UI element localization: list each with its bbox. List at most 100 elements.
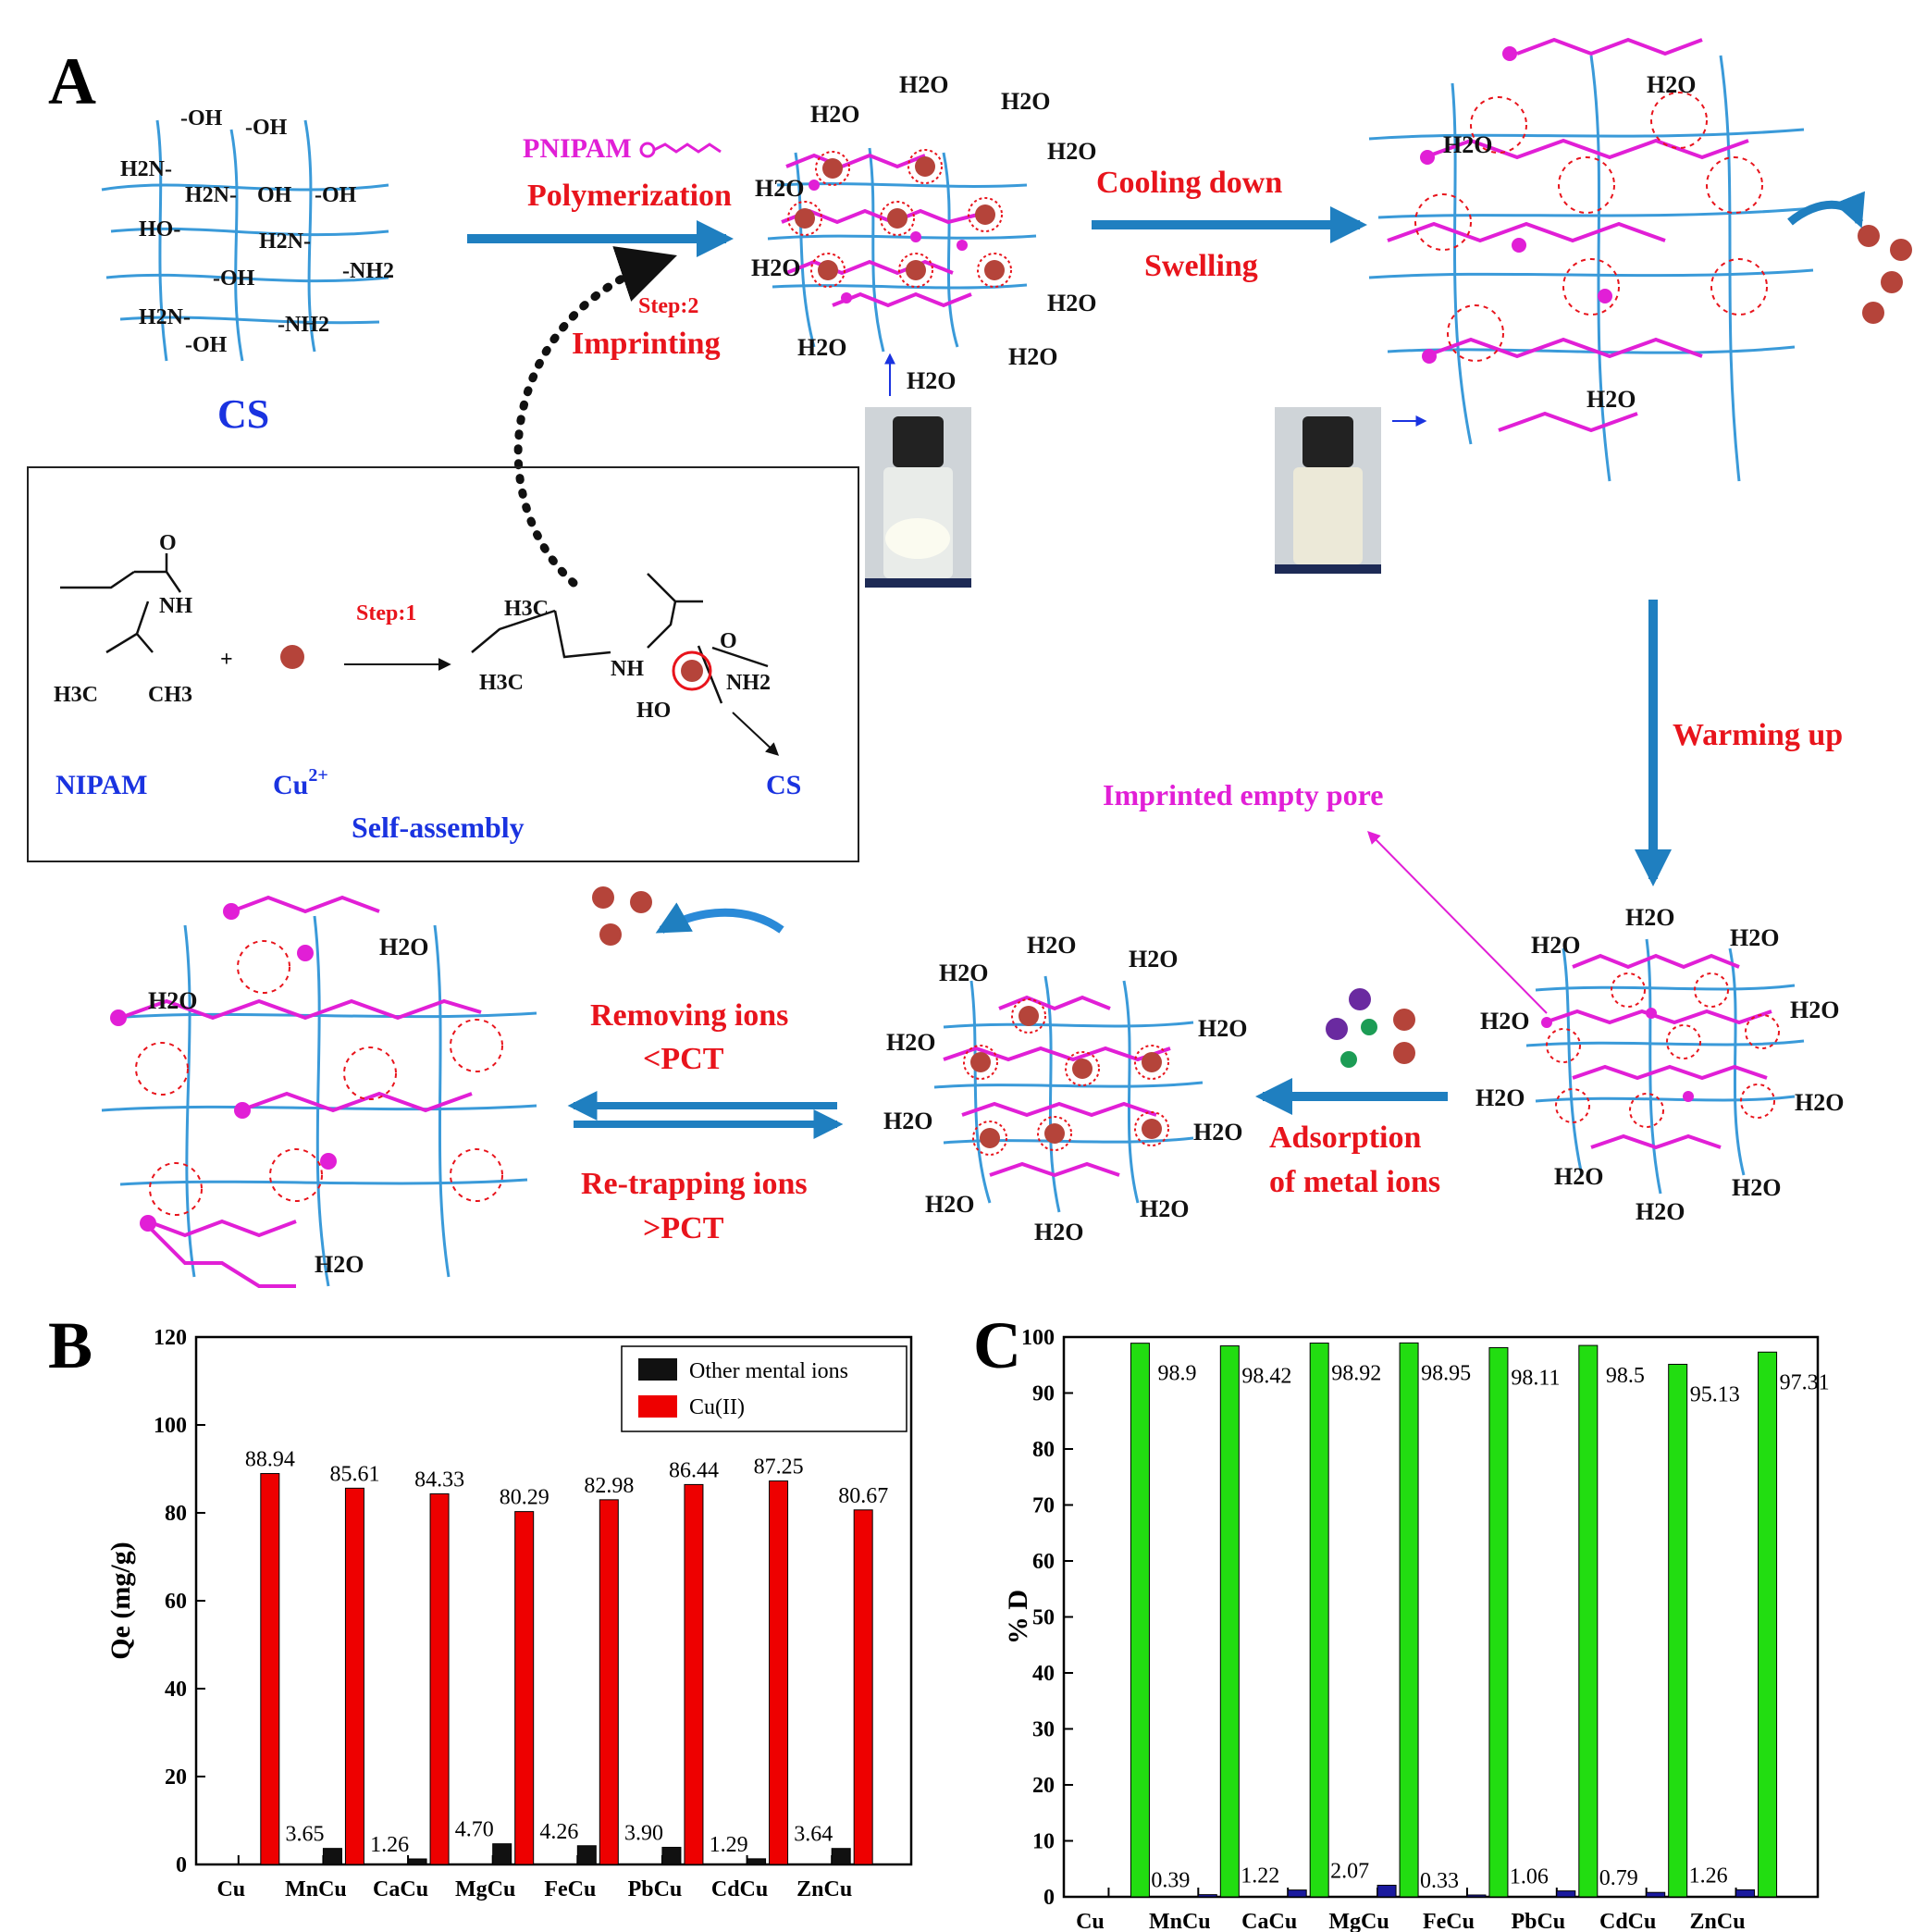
bar — [1287, 1889, 1307, 1898]
water-label: H2O — [1647, 71, 1696, 98]
data-label: 87.25 — [754, 1455, 804, 1480]
x-tick-label: CdCu — [1599, 1910, 1656, 1932]
nipam-ch3: CH3 — [148, 683, 192, 707]
water-label: H2O — [1475, 1084, 1525, 1111]
cu-label: Cu2+ — [273, 765, 328, 800]
bar — [1219, 1345, 1240, 1898]
water-label: H2O — [755, 175, 804, 202]
legend-label-other: Other mental ions — [689, 1359, 848, 1383]
y-tick-label: 20 — [165, 1765, 187, 1790]
cs-label: CS — [217, 391, 269, 437]
y-tick-label: 0 — [1043, 1886, 1055, 1910]
data-label: 86.44 — [669, 1458, 719, 1482]
imprinting-label: Imprinting — [572, 327, 721, 361]
water-label: H2O — [1008, 343, 1057, 370]
y-tick-label: 10 — [1032, 1830, 1055, 1854]
y-tick-label: 0 — [176, 1853, 187, 1877]
data-label: 1.26 — [370, 1833, 409, 1857]
bar — [1578, 1344, 1599, 1898]
nipam-label: NIPAM — [56, 770, 147, 800]
adsorption-label-2: of metal ions — [1269, 1165, 1440, 1199]
y-axis-label: Qe (mg/g) — [105, 1542, 136, 1659]
panel-b-letter: B — [48, 1308, 93, 1382]
bar — [599, 1499, 619, 1865]
legend-swatch-cu — [638, 1395, 677, 1418]
loaded-gel: H2O H2O H2O H2O H2O H2O H2O H2O H2O H2O — [883, 932, 1247, 1245]
retrapping-label-2: >PCT — [643, 1211, 724, 1245]
cs-group: -OH — [315, 183, 357, 207]
water-label: H2O — [1198, 1015, 1247, 1042]
complex-ho: HO — [636, 699, 671, 723]
cu-ion-icon — [280, 645, 304, 669]
x-tick-label: ZnCu — [796, 1877, 852, 1901]
water-label: H2O — [907, 367, 956, 394]
cs-groups: -OH -OH H2N- H2N- OH -OH HO- H2N- -NH2 -… — [120, 106, 394, 357]
complex-h3c: H3C — [479, 671, 524, 695]
pnipam-label: PNIPAM — [523, 133, 632, 164]
removing-curve-arrow — [655, 902, 784, 934]
data-label: 1.26 — [1689, 1864, 1728, 1888]
cs-group: H2N- — [185, 183, 237, 207]
panel-a-letter: A — [48, 44, 96, 118]
complex-o: O — [720, 629, 737, 653]
cs-group: H2N- — [120, 157, 172, 181]
data-label: 1.06 — [1510, 1865, 1549, 1889]
y-tick-label: 60 — [1032, 1550, 1055, 1574]
bar — [344, 1487, 364, 1865]
polymerization-label: Polymerization — [527, 179, 732, 213]
data-label: 1.29 — [710, 1833, 748, 1857]
bar — [1309, 1343, 1329, 1898]
warming-label: Warming up — [1673, 718, 1843, 752]
water-label: H2O — [1636, 1198, 1685, 1225]
data-label: 97.31 — [1780, 1370, 1830, 1394]
bar — [260, 1473, 280, 1865]
y-tick-label: 60 — [165, 1590, 187, 1614]
legend-swatch-other — [638, 1358, 677, 1381]
water-label: H2O — [1586, 386, 1636, 413]
y-tick-label: 100 — [154, 1414, 187, 1438]
water-label: H2O — [315, 1251, 364, 1278]
water-label: H2O — [1129, 946, 1178, 972]
x-tick-label: CaCu — [1241, 1910, 1297, 1932]
self-assembly-label: Self-assembly — [352, 811, 525, 844]
data-label: 98.95 — [1421, 1361, 1471, 1385]
cs-group: H2N- — [139, 305, 191, 329]
x-tick-label: Cu — [216, 1877, 245, 1901]
bar — [853, 1509, 873, 1865]
water-label: H2O — [886, 1029, 935, 1056]
cs-group: -OH — [185, 333, 228, 357]
water-label: H2O — [1047, 138, 1096, 165]
x-tick-label: PbCu — [1511, 1910, 1565, 1932]
data-label: 3.64 — [794, 1823, 833, 1847]
data-label: 98.11 — [1511, 1366, 1560, 1390]
cs-group: -NH2 — [278, 313, 329, 337]
cu-ion-icon — [681, 660, 703, 682]
cooling-label: Cooling down — [1096, 166, 1282, 200]
swelling-label: Swelling — [1144, 249, 1258, 283]
data-label: 4.26 — [539, 1820, 578, 1844]
data-label: 85.61 — [329, 1462, 379, 1486]
y-tick-label: 80 — [165, 1502, 187, 1526]
water-label: H2O — [751, 254, 800, 281]
vial-photo-collapsed — [865, 407, 971, 588]
water-label: H2O — [1790, 997, 1839, 1023]
bar — [1488, 1346, 1509, 1898]
data-label: 82.98 — [584, 1474, 634, 1498]
plot-frame — [1062, 1335, 1820, 1899]
plus-sign: + — [220, 648, 233, 672]
x-tick-label: FeCu — [544, 1877, 596, 1901]
y-axis-label: % D — [1003, 1590, 1033, 1644]
imprinted-pore-label: Imprinted empty pore — [1103, 778, 1383, 811]
nipam-structure — [60, 553, 182, 654]
mixed-ions-icon — [1326, 988, 1415, 1068]
data-label: 80.67 — [838, 1484, 888, 1508]
water-label: H2O — [148, 987, 197, 1014]
x-tick-label: MgCu — [455, 1877, 515, 1901]
water-label: H2O — [1047, 290, 1096, 316]
bar — [576, 1845, 597, 1865]
x-tick-label: PbCu — [628, 1877, 683, 1901]
water-label: H2O — [1554, 1163, 1603, 1190]
removing-label-2: <PCT — [643, 1042, 724, 1076]
bar — [407, 1858, 427, 1865]
